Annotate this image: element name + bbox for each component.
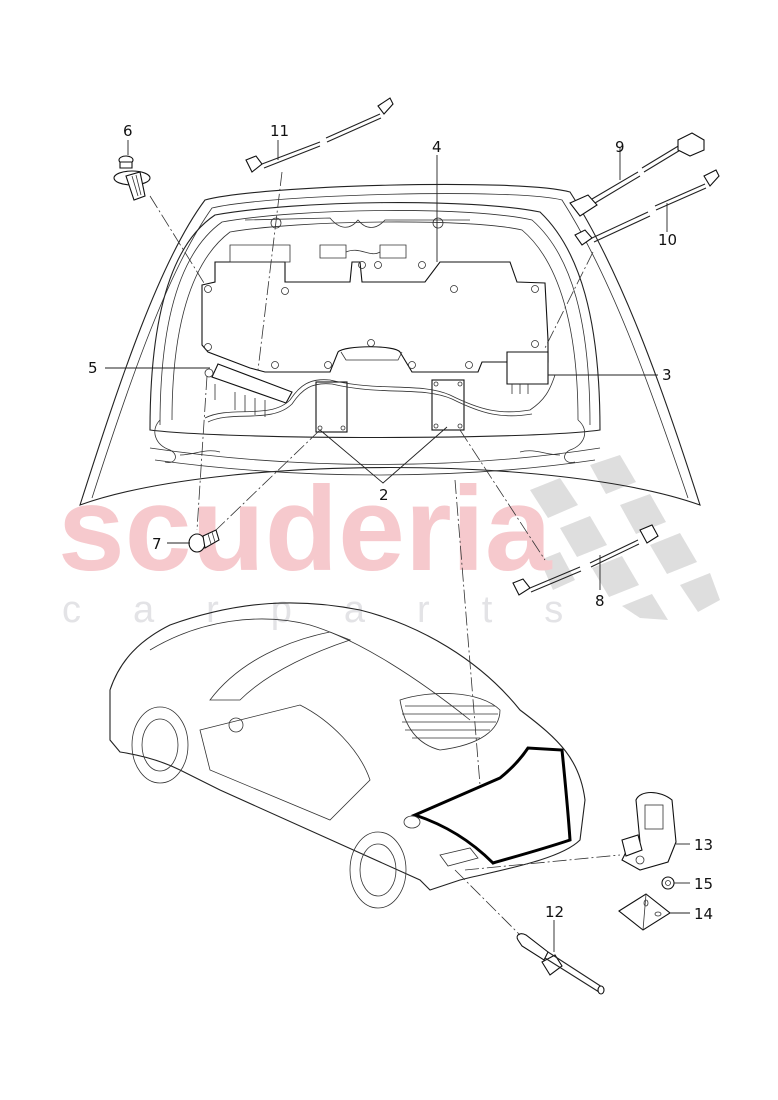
boot-lid-assembly xyxy=(79,183,701,506)
assembly-lines xyxy=(149,171,621,936)
callout-6: 6 xyxy=(123,122,133,140)
nut-15 xyxy=(661,876,675,890)
callout-10: 10 xyxy=(658,231,677,249)
callout-9: 9 xyxy=(615,138,625,156)
checkered-flag-watermark xyxy=(530,455,720,620)
rivet-clip-6 xyxy=(113,155,151,201)
callout-3: 3 xyxy=(662,366,672,384)
boot-lid-highlight xyxy=(410,746,572,865)
callout-11: 11 xyxy=(270,122,289,140)
sensor-12 xyxy=(516,933,605,995)
car-overview xyxy=(109,602,586,909)
watermark-brand: scuderia xyxy=(58,462,553,596)
mounting-bracket-14 xyxy=(618,893,671,931)
callout-5: 5 xyxy=(88,359,98,377)
leader-lines xyxy=(105,140,690,952)
watermark: scuderia carparts xyxy=(58,455,720,631)
adapter-lead-9 xyxy=(569,132,705,217)
antenna-module-2b xyxy=(431,379,465,431)
antenna-module-2a xyxy=(315,381,348,433)
connector-unit-3 xyxy=(506,351,549,385)
screw-7 xyxy=(188,529,220,553)
callout-8: 8 xyxy=(595,592,605,610)
callout-4: 4 xyxy=(432,138,442,156)
wiring-harness-11 xyxy=(245,97,394,173)
callout-14: 14 xyxy=(694,905,713,923)
panel-screws xyxy=(204,261,539,369)
watermark-tagline: carparts xyxy=(62,589,615,631)
callout-13: 13 xyxy=(694,836,713,854)
callout-15: 15 xyxy=(694,875,713,893)
callout-7: 7 xyxy=(152,535,162,553)
wiring-harness-8 xyxy=(512,524,659,596)
callout-2: 2 xyxy=(379,486,389,504)
callout-labels: 6 11 4 9 10 5 3 2 7 8 13 15 14 12 xyxy=(88,122,713,923)
callout-12: 12 xyxy=(545,903,564,921)
trim-panel-4 xyxy=(201,261,549,373)
wiring-harness-10 xyxy=(574,169,720,246)
sensor-bracket-13 xyxy=(621,791,677,871)
